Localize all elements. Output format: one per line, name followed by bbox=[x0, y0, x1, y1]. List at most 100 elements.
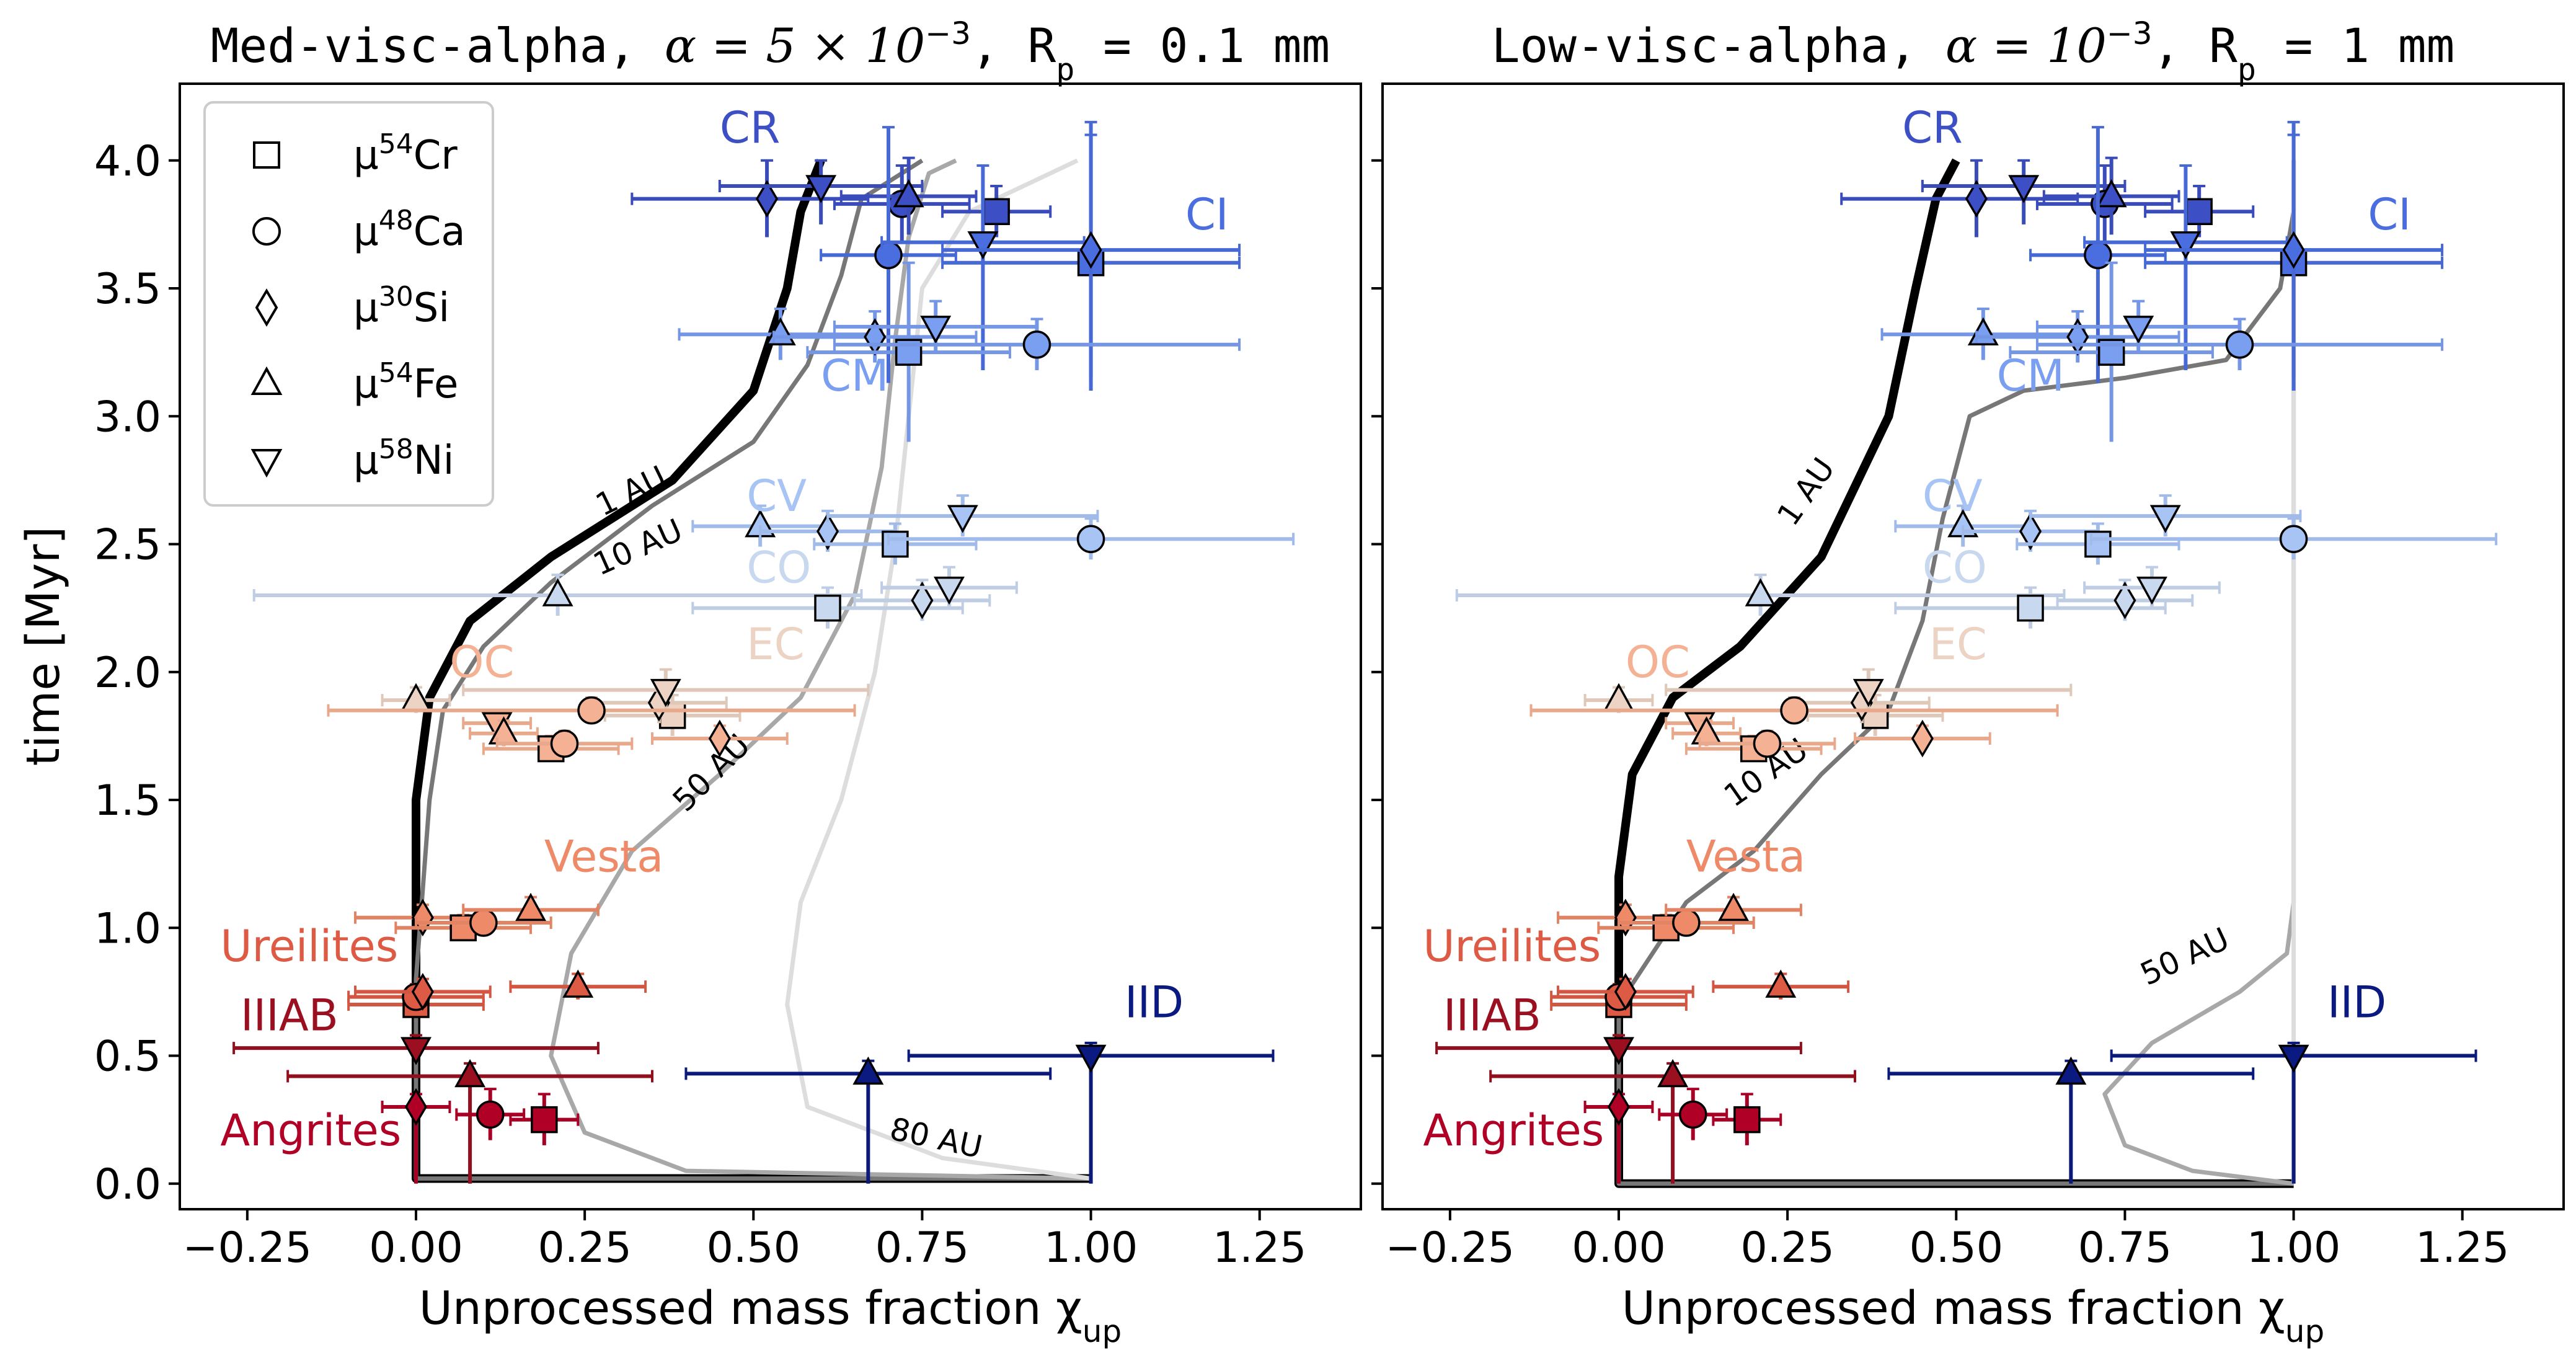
data-point-angrites bbox=[1733, 1106, 1761, 1134]
data-point-co bbox=[934, 576, 965, 605]
data-point-ureilites bbox=[411, 972, 434, 1011]
data-point-angrites bbox=[1678, 1100, 1707, 1129]
legend-box bbox=[203, 101, 494, 507]
data-point-ec bbox=[1603, 683, 1634, 711]
data-point-iiiab bbox=[401, 1037, 432, 1065]
group-label-iiiab: IIIAB bbox=[1443, 990, 1541, 1041]
curve-1-au bbox=[1614, 158, 2294, 1188]
group-label-cv: CV bbox=[1923, 471, 1983, 522]
data-point-ureilites bbox=[562, 969, 594, 998]
data-point-oc bbox=[1753, 729, 1782, 758]
data-point-cv bbox=[882, 530, 909, 558]
data-point-vesta bbox=[1718, 892, 1750, 921]
group-label-oc: OC bbox=[1626, 637, 1690, 688]
group-label-cr: CR bbox=[1902, 102, 1963, 153]
x-tick-label: 0.75 bbox=[875, 1223, 969, 1272]
data-point-cv bbox=[816, 512, 839, 551]
data-point-ci bbox=[874, 241, 903, 270]
data-point-vesta bbox=[1672, 908, 1701, 937]
data-point-co bbox=[814, 594, 841, 622]
data-point-iiiab bbox=[1603, 1037, 1634, 1065]
data-point-oc bbox=[1780, 696, 1808, 725]
data-point-oc bbox=[708, 719, 731, 758]
data-point-oc bbox=[550, 729, 579, 758]
data-point-ci bbox=[2170, 231, 2202, 260]
x-axis-label: Unprocessed mass fraction χup bbox=[1622, 1282, 2324, 1349]
plot-frame bbox=[179, 82, 1362, 1210]
legend-marker bbox=[250, 449, 283, 478]
data-point-cr bbox=[805, 175, 837, 203]
x-tick-label: −0.25 bbox=[183, 1223, 312, 1272]
data-point-cv bbox=[2084, 530, 2112, 558]
data-point-cv bbox=[2149, 505, 2181, 533]
x-tick-label: 1.25 bbox=[2415, 1223, 2509, 1272]
data-point-cv bbox=[1076, 525, 1105, 553]
data-point-co bbox=[2017, 594, 2044, 622]
data-point-ureilites bbox=[1765, 969, 1797, 998]
y-tick-label: 2.5 bbox=[94, 521, 161, 570]
data-point-iid bbox=[2055, 1056, 2087, 1085]
plot-frame bbox=[1381, 82, 2565, 1210]
y-tick-label: 4.0 bbox=[94, 137, 161, 186]
data-point-ec bbox=[650, 678, 681, 708]
data-point-cv bbox=[2019, 512, 2042, 551]
curve-10-au bbox=[414, 158, 1091, 1181]
group-label-ec: EC bbox=[746, 619, 804, 670]
x-tick-label: 1.00 bbox=[1044, 1223, 1138, 1272]
legend-label: μ58Ni bbox=[353, 433, 454, 484]
group-label-angrites: Angrites bbox=[220, 1105, 401, 1156]
y-axis-label: time [Myr] bbox=[17, 526, 70, 766]
data-point-cr bbox=[893, 179, 924, 208]
curve-10-au bbox=[1616, 160, 2296, 1186]
y-tick-label: 0.5 bbox=[94, 1032, 161, 1081]
x-tick-label: 1.25 bbox=[1213, 1223, 1306, 1272]
data-point-angrites bbox=[1607, 1088, 1631, 1126]
group-label-iid: IID bbox=[1125, 977, 1184, 1028]
curve-50-au bbox=[549, 158, 1091, 1181]
data-point-cm bbox=[1967, 317, 1999, 345]
group-label-cv: CV bbox=[746, 471, 807, 522]
x-tick-label: 0.50 bbox=[1910, 1223, 2003, 1272]
group-label-vesta: Vesta bbox=[1686, 832, 1805, 882]
curve-label: 50 AU bbox=[2135, 921, 2235, 993]
data-point-cm bbox=[2123, 316, 2154, 344]
data-point-ci bbox=[2282, 231, 2305, 269]
data-point-co bbox=[2113, 581, 2136, 619]
y-tick-label: 2.0 bbox=[94, 649, 161, 698]
data-point-co bbox=[542, 578, 573, 606]
data-point-ci bbox=[1079, 231, 1102, 269]
data-point-iid bbox=[1075, 1044, 1107, 1073]
group-label-ci: CI bbox=[1185, 189, 1229, 240]
data-point-cr bbox=[756, 180, 779, 218]
data-point-iid bbox=[852, 1056, 884, 1085]
legend-marker bbox=[253, 141, 280, 169]
y-tick-label: 1.5 bbox=[94, 776, 161, 825]
x-tick-label: 1.00 bbox=[2247, 1223, 2340, 1272]
group-label-ureilites: Ureilites bbox=[220, 921, 398, 972]
data-point-cr bbox=[1965, 180, 1988, 218]
y-tick-label: 3.5 bbox=[94, 265, 161, 314]
curve-label: 1 AU bbox=[590, 459, 672, 523]
group-label-co: CO bbox=[1923, 542, 1987, 593]
data-point-co bbox=[1745, 578, 1776, 606]
panel-title: Med-visc-alpha, α = 5 × 10−3, Rp = 0.1 m… bbox=[211, 16, 1330, 87]
group-label-co: CO bbox=[746, 542, 811, 593]
group-label-vesta: Vesta bbox=[544, 832, 663, 882]
group-label-angrites: Angrites bbox=[1423, 1105, 1604, 1156]
group-label-iiiab: IIIAB bbox=[241, 990, 339, 1041]
group-label-ci: CI bbox=[2368, 189, 2411, 240]
data-point-cm bbox=[2225, 331, 2254, 359]
x-tick-label: 0.50 bbox=[707, 1223, 800, 1272]
data-point-cv bbox=[2279, 525, 2308, 553]
curve-80-au bbox=[785, 158, 1092, 1181]
data-point-ci bbox=[2084, 241, 2112, 270]
group-label-oc: OC bbox=[449, 637, 514, 688]
data-point-iid bbox=[2278, 1044, 2309, 1073]
data-point-cm bbox=[920, 316, 952, 344]
data-point-cr bbox=[2185, 198, 2213, 225]
group-label-cm: CM bbox=[1997, 350, 2065, 401]
data-point-oc bbox=[1911, 719, 1934, 758]
data-point-cm bbox=[1022, 331, 1051, 359]
